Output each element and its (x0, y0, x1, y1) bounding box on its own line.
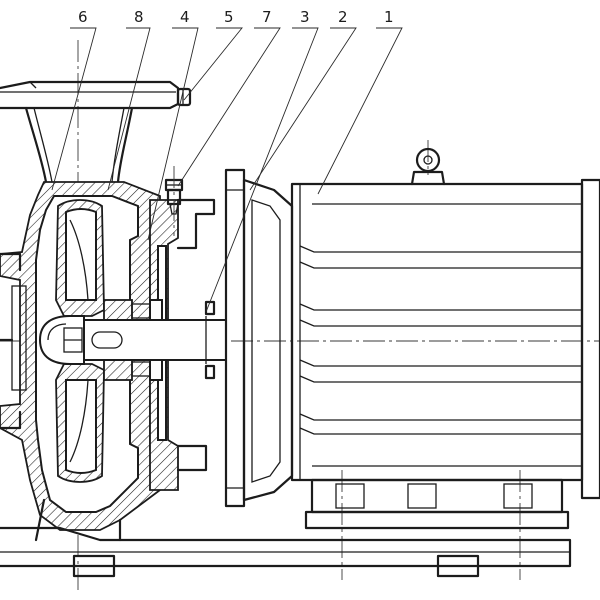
discharge-nozzle (24, 106, 134, 184)
callout-labels: 6 8 4 5 7 3 2 1 (78, 8, 394, 26)
callout-8: 8 (134, 8, 144, 26)
impeller (55, 199, 105, 483)
motor-flange (224, 168, 294, 508)
callout-6: 6 (78, 8, 88, 26)
callout-3: 3 (300, 8, 310, 26)
leader-lines (51, 27, 403, 313)
discharge-flange (0, 80, 192, 110)
callout-7: 7 (262, 8, 272, 26)
callout-5: 5 (224, 8, 234, 26)
motor-feet (304, 478, 570, 530)
pump-shaft (83, 300, 227, 380)
base-plate (0, 498, 572, 578)
motor-body (290, 178, 600, 500)
vent-plug (164, 166, 184, 236)
callout-1: 1 (384, 8, 394, 26)
impeller-nut (38, 315, 85, 365)
suction-inlet (0, 252, 27, 430)
lifting-eye (410, 147, 446, 186)
callout-4: 4 (180, 8, 190, 26)
callout-2: 2 (338, 8, 348, 26)
